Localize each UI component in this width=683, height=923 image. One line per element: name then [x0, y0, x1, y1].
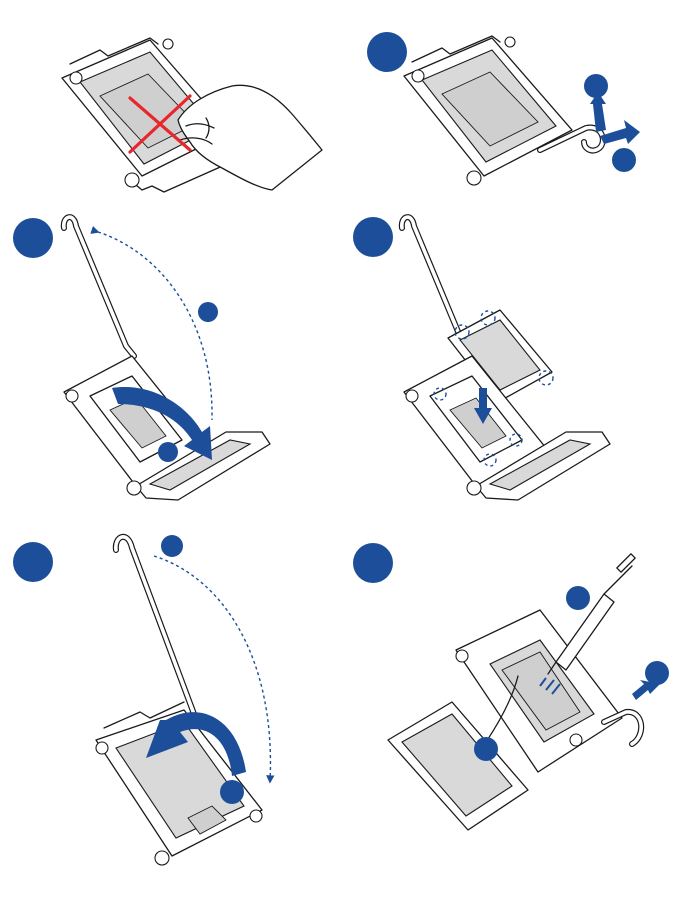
paste-syringe	[548, 554, 635, 674]
sub-step-badge	[158, 442, 178, 462]
sub-step-badge	[612, 148, 636, 172]
lever-raised	[116, 537, 194, 714]
socket-open-illustration	[64, 356, 270, 500]
sub-step-badge	[198, 302, 218, 322]
step-badge	[13, 218, 53, 258]
sub-step-badge	[161, 535, 183, 557]
sub-step-badge	[645, 661, 669, 685]
panel-3-open-load-plate	[13, 217, 270, 500]
lever-push-arrows	[590, 92, 640, 144]
lever-raised	[64, 217, 134, 356]
step-badge	[353, 217, 393, 257]
hand-illustration	[178, 85, 322, 190]
panel-5-close-load-plate	[13, 535, 270, 865]
panel-1-do-not-touch	[62, 38, 322, 192]
panel-2-release-lever	[367, 32, 640, 185]
panel-4-insert-cpu	[353, 217, 610, 500]
step-badge	[367, 32, 407, 72]
sub-step-badge	[566, 586, 590, 610]
sub-step-badge	[220, 780, 244, 804]
sub-step-badge	[474, 737, 498, 761]
panel-6-apply-paste	[353, 543, 669, 830]
step-badge	[353, 543, 393, 583]
socket-closed-illustration	[404, 36, 603, 185]
step-badge	[13, 542, 53, 582]
sub-step-badge	[584, 74, 608, 98]
